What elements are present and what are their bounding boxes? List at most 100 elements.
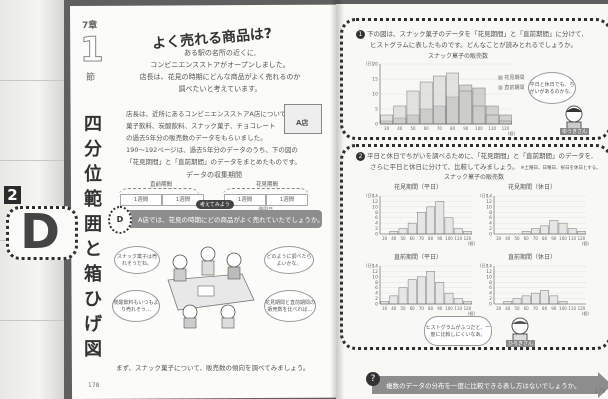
histogram-bar <box>389 295 399 305</box>
body-line: の過去5年分の販売数のデータをもらいました。 <box>126 134 267 142</box>
histogram-bar <box>433 75 446 125</box>
y-tick-label: 10 <box>372 204 378 210</box>
histogram-bar <box>540 290 549 305</box>
y-tick-label: 10 <box>486 204 492 210</box>
intro-line: 店長は、花見の時期にどんな商品がよく売れるのか <box>139 73 301 81</box>
x-axis-label: (個) <box>468 240 476 246</box>
histogram-bar <box>426 206 435 235</box>
y-tick-label: 6 <box>489 215 492 221</box>
y-tick-label: 0 <box>375 302 378 308</box>
y-tick-label: 0 <box>489 232 492 238</box>
problem-1-line: ヒストグラムに表したものです。どんなことが読みとれるでしょうか。 <box>370 41 578 49</box>
x-tick-label: 60 <box>524 306 530 311</box>
x-axis-label: (個) <box>468 310 476 316</box>
x-tick-label: 80 <box>542 306 548 311</box>
x-tick-label: 70 <box>533 236 539 241</box>
question-text: A店では、花見の時期にどの商品がよく売れていたでしょうか。 <box>138 216 324 224</box>
y-tick-label: 10 <box>372 92 378 98</box>
timeline-brace-before <box>118 188 200 199</box>
body-line: 菓子飲料、炭酸飲料、スナック菓子、チョコレート <box>126 122 276 130</box>
problem-1-box <box>340 18 608 140</box>
histogram-bar <box>549 295 559 305</box>
meeting-illustration <box>167 246 255 329</box>
y-tick-label: 4 <box>489 221 492 227</box>
y-axis-label: (日) <box>366 263 374 268</box>
y-tick-label: 5 <box>375 107 378 113</box>
x-tick-label: 110 <box>454 306 462 311</box>
x-tick-label: 110 <box>568 306 576 311</box>
histogram-bar <box>389 231 399 235</box>
footer-instruction: まず、スナック菓子について、販売数の傾向を調べてみましょう。 <box>116 364 310 372</box>
histogram-bar <box>380 114 393 125</box>
histogram-bar <box>407 279 417 305</box>
histogram-bar <box>398 287 408 305</box>
x-axis-label: (個) <box>582 310 590 316</box>
x-tick-label: 40 <box>505 306 511 311</box>
y-tick-label: 14 <box>372 194 378 200</box>
histogram-bar <box>444 217 454 235</box>
x-tick-label: 30 <box>382 306 388 311</box>
body-line: 190〜192ページは、過去5年分のデータのうち、下の図の <box>126 146 298 154</box>
chart-1-title: スナック菓子の販売数 <box>428 53 489 60</box>
x-tick-label: 100 <box>445 236 453 241</box>
y-axis-label: (日) <box>366 193 374 198</box>
chapter-title-char: げ <box>84 314 102 335</box>
timeline-week-box: 1週間 <box>266 194 308 206</box>
histogram-bar <box>521 295 531 305</box>
x-tick-label: 70 <box>419 306 425 311</box>
timeline-period-hanami: 花見期間 <box>256 182 279 188</box>
y-tick-label: 20 <box>372 62 378 68</box>
body-line: 店長は、近所にあるコンビニエンスストアA店について, <box>126 110 289 118</box>
histogram-bar <box>453 298 463 305</box>
speech-bubble: 平日と休日でも、ちがいがあるのかな。 <box>528 72 576 104</box>
y-axis-label: (日) <box>480 263 488 268</box>
y-axis-label: (日) <box>480 193 488 198</box>
x-tick-label: 80 <box>428 236 434 241</box>
body-line: 「花見期間」と「直前期間」のデータをまとめたものです。 <box>126 158 301 166</box>
problem-2-box <box>340 144 608 350</box>
x-tick-label: 30 <box>382 236 388 241</box>
x-tick-label: 120 <box>464 306 472 311</box>
y-tick-label: 6 <box>375 285 378 291</box>
histogram-bar <box>503 301 513 305</box>
y-tick-label: 8 <box>375 280 378 286</box>
chart-2-title: スナック菓子の販売数 <box>444 174 505 181</box>
chapter-title-char: 図 <box>84 339 102 360</box>
x-tick-label: 80 <box>450 126 456 131</box>
chapter-title-char: 分 <box>84 139 102 160</box>
chapter-title-char: 囲 <box>84 214 102 235</box>
x-tick-label: 50 <box>400 306 406 311</box>
y-tick-label: 6 <box>375 215 378 221</box>
y-tick-label: 12 <box>372 199 378 205</box>
chart-2a-title: 花見期間（平日） <box>394 184 443 191</box>
x-tick-label: 80 <box>428 306 434 311</box>
histogram-bar <box>417 212 426 235</box>
student-tag: ゆうきさん <box>560 128 590 135</box>
chapter-vertical-title: 四分位範囲と箱ひげ図 <box>81 112 105 362</box>
timeline-week-box: 1週間 <box>120 194 162 206</box>
histogram-bar <box>398 228 408 235</box>
y-tick-label: 4 <box>375 291 378 297</box>
timeline-period-before: 直前期間 <box>150 182 173 188</box>
x-tick-label: 90 <box>437 236 443 241</box>
y-tick-label: 2 <box>489 296 492 302</box>
chapter-title-char: 箱 <box>84 264 102 285</box>
x-tick-label: 70 <box>437 126 443 131</box>
problem-1-number: 1 <box>356 30 365 39</box>
y-tick-label: 12 <box>486 269 492 275</box>
d-badge-letter: D <box>20 204 60 260</box>
histogram-bar <box>407 222 417 235</box>
intro-line: ある駅の名所の近くに, <box>183 49 257 57</box>
timeline-brace-hanami <box>222 188 310 199</box>
x-tick-label: 100 <box>475 126 483 131</box>
question-2-arrow <box>598 372 608 398</box>
y-tick-label: 2 <box>489 226 492 232</box>
histogram-bar <box>531 228 540 235</box>
y-tick-label: 8 <box>375 210 378 216</box>
question-tag: 考えてみよう <box>196 200 234 209</box>
x-tick-label: 40 <box>391 306 397 311</box>
x-tick-label: 40 <box>391 236 397 241</box>
x-tick-label: 30 <box>496 236 502 241</box>
